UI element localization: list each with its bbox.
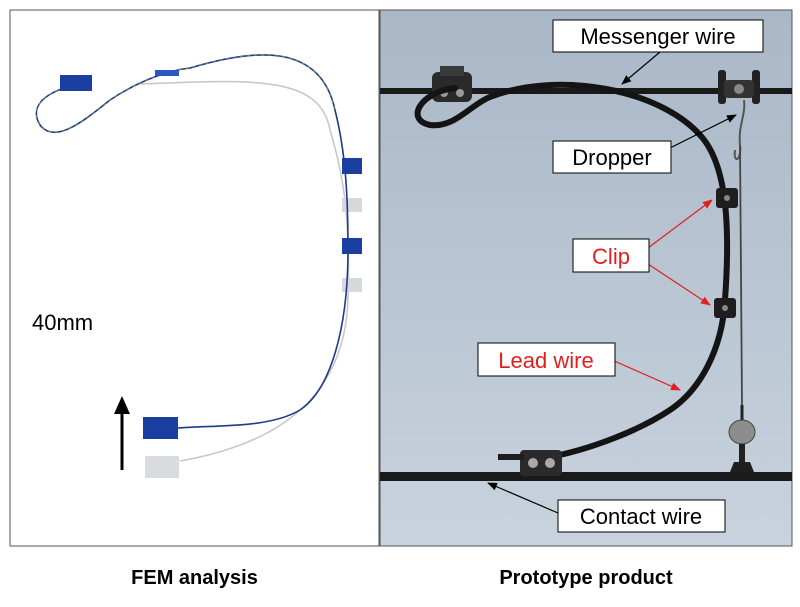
dropper-callout: Dropper [552,114,737,174]
lead-wire-label: Lead wire [498,348,593,373]
clip-upper [716,188,738,208]
messenger-wire [380,88,792,94]
deformed-configuration [35,54,362,439]
lead-wire [414,81,731,461]
fem-caption: FEM analysis [131,567,258,589]
displacement-arrow [114,396,130,470]
dropper-clamp [718,70,760,104]
clip-callout: Clip [572,199,713,306]
contact-wire-label: Contact wire [580,504,702,529]
messenger-wire-callout: Messenger wire [552,19,764,85]
contact-clamp [498,450,562,476]
fem-panel: 40mm [9,9,380,547]
prototype-panel: Messenger wire Dropper Clip Lead wire Co… [379,9,793,547]
contact-wire [380,472,792,481]
dropper-label: Dropper [572,145,651,170]
messenger-wire-label: Messenger wire [580,24,735,49]
clip-lower [714,298,736,318]
dropper-wire [728,99,756,472]
lead-wire-callout: Lead wire [477,342,681,391]
scale-label: 40mm [32,310,93,335]
contact-wire-callout: Contact wire [487,482,726,533]
prototype-caption: Prototype product [499,567,673,589]
clip-label: Clip [592,244,630,269]
